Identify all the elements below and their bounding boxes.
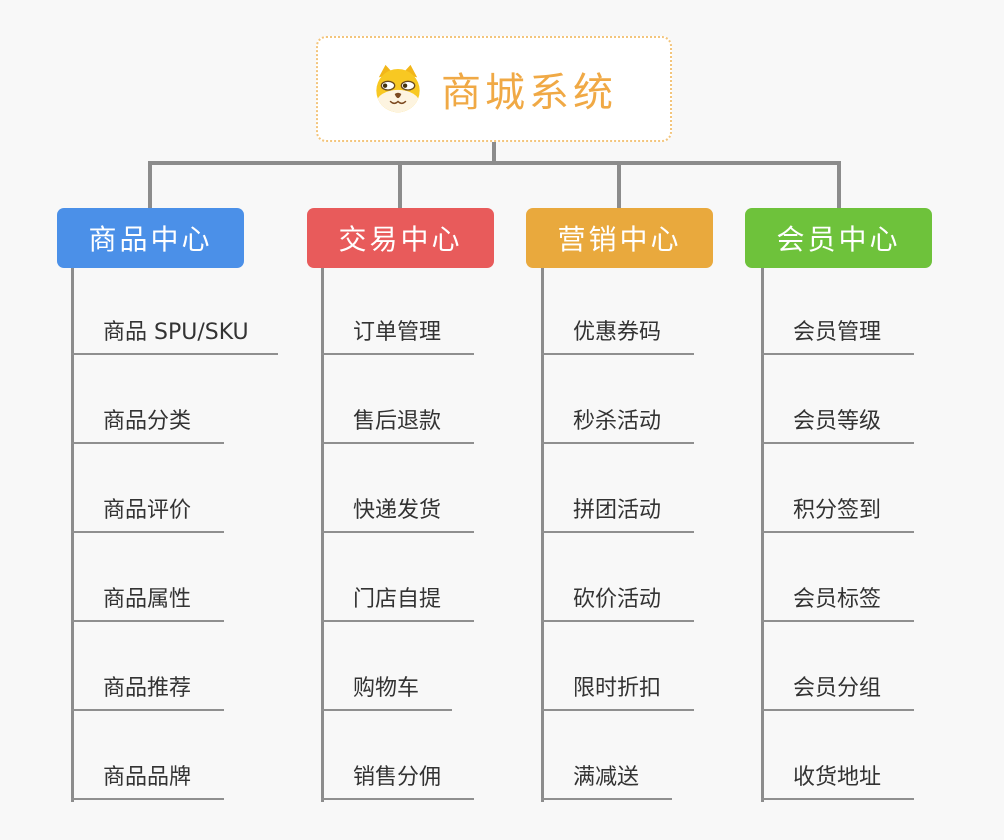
branch-node-marketing[interactable]: 营销中心 [526, 208, 713, 268]
leaf-node[interactable]: 商品评价 [71, 491, 224, 533]
leaf-node[interactable]: 销售分佣 [321, 758, 474, 800]
leaf-node[interactable]: 满减送 [541, 758, 672, 800]
branch-node-trade[interactable]: 交易中心 [307, 208, 494, 268]
connector-drop-3 [617, 161, 621, 208]
leaf-node[interactable]: 会员标签 [761, 580, 914, 622]
connector-drop-4 [837, 161, 841, 208]
leaf-node[interactable]: 门店自提 [321, 580, 474, 622]
leaf-node[interactable]: 商品属性 [71, 580, 224, 622]
branch-node-member[interactable]: 会员中心 [745, 208, 932, 268]
connector-root-stub [492, 140, 496, 163]
leaf-node[interactable]: 拼团活动 [541, 491, 694, 533]
leaf-node[interactable]: 优惠券码 [541, 313, 694, 355]
connector-drop-1 [148, 161, 152, 208]
leaf-node[interactable]: 售后退款 [321, 402, 474, 444]
dog-face-icon [376, 64, 420, 113]
connector-bus [148, 161, 841, 165]
root-title: 商城系统 [441, 70, 617, 116]
leaf-node[interactable]: 商品品牌 [71, 758, 224, 800]
leaf-spine-3 [541, 268, 544, 802]
leaf-node[interactable]: 会员管理 [761, 313, 914, 355]
leaf-node[interactable]: 商品 SPU/SKU [71, 313, 278, 355]
leaf-node[interactable]: 会员等级 [761, 402, 914, 444]
leaf-node[interactable]: 快递发货 [321, 491, 474, 533]
leaf-spine-1 [71, 268, 74, 802]
leaf-spine-4 [761, 268, 764, 802]
leaf-spine-2 [321, 268, 324, 802]
leaf-node[interactable]: 会员分组 [761, 669, 914, 711]
leaf-node[interactable]: 购物车 [321, 669, 452, 711]
leaf-node[interactable]: 商品分类 [71, 402, 224, 444]
leaf-node[interactable]: 限时折扣 [541, 669, 694, 711]
leaf-node[interactable]: 积分签到 [761, 491, 914, 533]
leaf-node[interactable]: 收货地址 [761, 758, 914, 800]
leaf-node[interactable]: 订单管理 [321, 313, 474, 355]
connector-drop-2 [398, 161, 402, 208]
leaf-node[interactable]: 秒杀活动 [541, 402, 694, 444]
leaf-node[interactable]: 砍价活动 [541, 580, 694, 622]
root-node[interactable]: 商城系统 [316, 36, 672, 142]
branch-node-product[interactable]: 商品中心 [57, 208, 244, 268]
leaf-node[interactable]: 商品推荐 [71, 669, 224, 711]
